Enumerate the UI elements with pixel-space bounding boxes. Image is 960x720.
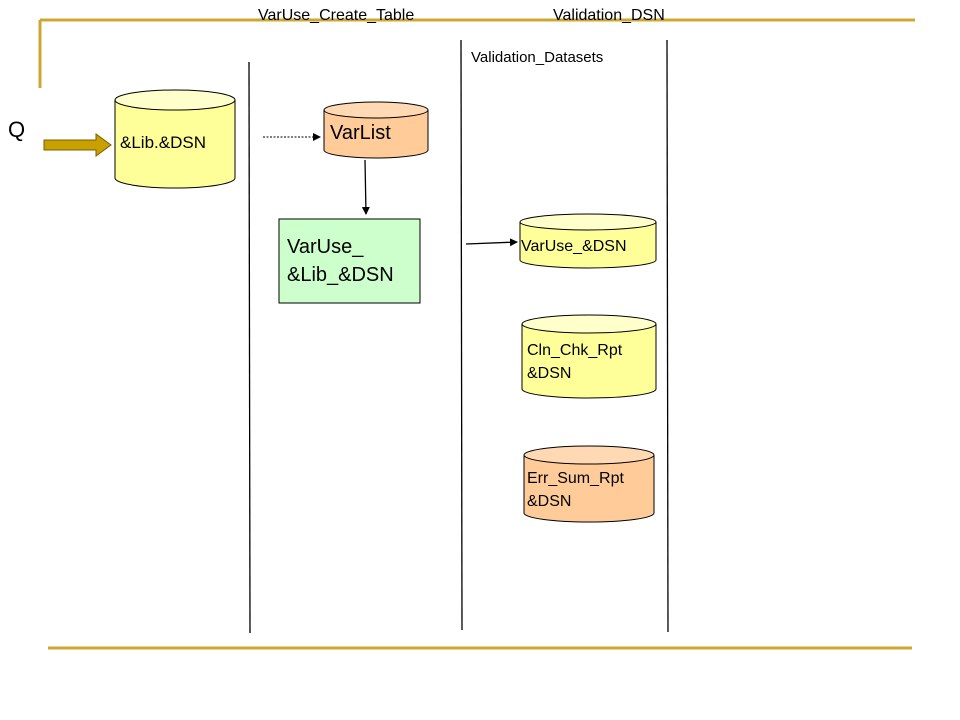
varlist-label: VarList bbox=[330, 122, 391, 144]
lane-divider-1 bbox=[248, 61, 251, 634]
start-marker-q: Q bbox=[8, 117, 26, 142]
varuse-table-label-line2: &Lib_&DSN bbox=[287, 264, 394, 286]
varuse-table-label-line1: VarUse_ bbox=[287, 236, 364, 258]
varuse-table-rect bbox=[278, 218, 421, 304]
lib-dsn-cylinder bbox=[114, 89, 236, 189]
varuse-dsn-label: VarUse_&DSN bbox=[521, 238, 627, 255]
arrow-varlist-to-varuse-table bbox=[361, 159, 370, 215]
err-sum-label-line1: Err_Sum_Rpt bbox=[527, 470, 624, 487]
varuse-dsn-cylinder bbox=[519, 213, 657, 269]
cln-chk-label-line2: &DSN bbox=[527, 365, 572, 382]
cln-chk-label-line1: Cln_Chk_Rpt bbox=[527, 342, 623, 359]
header-validation-dsn: Validation_DSN bbox=[553, 7, 665, 24]
header-varuse-create-table: VarUse_Create_Table bbox=[258, 7, 415, 24]
lane-divider-3 bbox=[666, 39, 669, 633]
cln-chk-cylinder bbox=[521, 314, 657, 399]
err-sum-label-line2: &DSN bbox=[527, 493, 572, 510]
lane-divider-2 bbox=[460, 39, 463, 631]
header-validation-datasets: Validation_Datasets bbox=[471, 49, 604, 66]
arrow-to-varuse-dsn bbox=[465, 238, 518, 247]
varlist-cylinder bbox=[323, 101, 429, 159]
lib-dsn-label: &Lib.&DSN bbox=[120, 133, 206, 152]
err-sum-cylinder bbox=[523, 445, 655, 523]
start-arrow bbox=[43, 133, 112, 157]
